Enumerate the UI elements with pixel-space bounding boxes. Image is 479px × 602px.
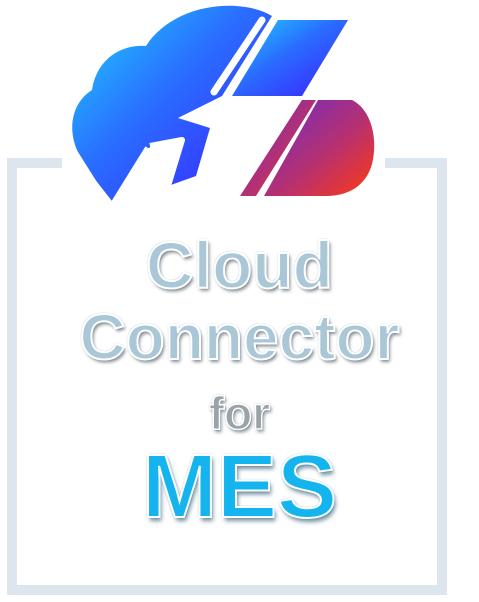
slash-left — [149, 137, 185, 187]
cloud-right-bottom — [240, 100, 316, 196]
title-line-mes: MES — [141, 437, 338, 537]
cloud-left-half — [72, 5, 272, 206]
cloud-right-half — [264, 100, 375, 196]
title-line-for: for — [208, 387, 271, 439]
cloud-download-icon — [72, 5, 375, 209]
title-line-connector: Connector — [79, 301, 401, 373]
slash-right — [210, 16, 266, 96]
cloud-upper-right — [232, 20, 348, 96]
title-line-cloud: Cloud — [145, 228, 334, 302]
arrow-outline — [73, 146, 151, 209]
frame-border — [7, 158, 447, 595]
